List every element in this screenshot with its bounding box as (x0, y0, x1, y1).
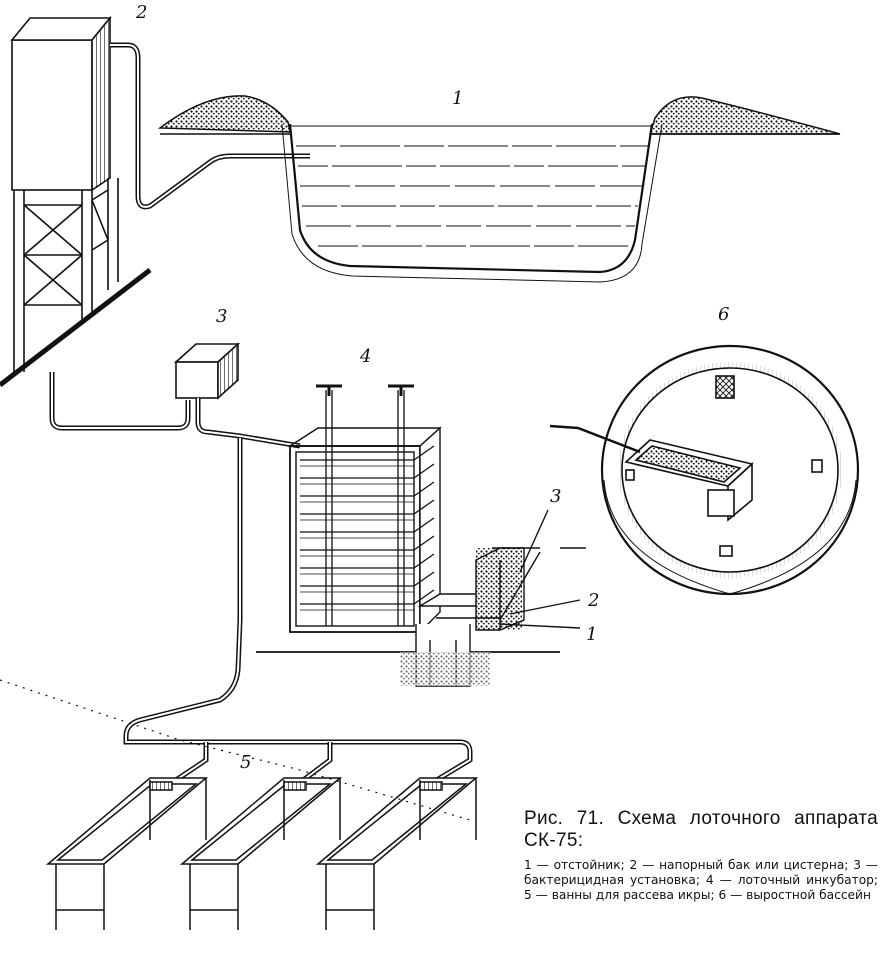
label-detail-2: 2 (587, 590, 599, 611)
label-pool: 6 (718, 304, 729, 325)
caption-legend: 1 — отстойник; 2 — напорный бак или цист… (524, 858, 878, 902)
right-soil-bank (648, 96, 841, 135)
label-baths: 5 (240, 752, 251, 773)
hatching-baths (0, 679, 479, 930)
pressure-tank-tower (0, 15, 310, 431)
left-soil-bank (157, 95, 291, 133)
label-incubator: 4 (359, 346, 371, 367)
label-bactericidal: 3 (216, 306, 227, 327)
figure-caption: Рис. 71. Схема лоточного аппарата СК-75:… (524, 808, 878, 903)
incubator-trays (300, 445, 435, 611)
tank-body (11, 39, 93, 191)
settling-pond (157, 95, 841, 283)
bath-1 (45, 777, 209, 930)
label-detail-1: 1 (586, 624, 597, 645)
bath-2 (179, 777, 343, 930)
number-labels: 1 2 3 4 5 6 3 2 1 (135, 2, 729, 773)
label-detail-3: 3 (550, 486, 561, 507)
water-lines (290, 125, 652, 247)
bactericidal-unit (123, 342, 473, 753)
caption-title: Рис. 71. Схема лоточного аппарата СК-75: (524, 808, 878, 851)
label-tank: 2 (135, 2, 147, 23)
pond-basin (288, 123, 654, 274)
tray-incubator (256, 384, 586, 687)
label-settler: 1 (452, 88, 463, 109)
pond-outer-wall (281, 123, 663, 283)
bath-3 (315, 777, 479, 930)
tank-side (91, 15, 111, 192)
rearing-pool (549, 344, 860, 596)
